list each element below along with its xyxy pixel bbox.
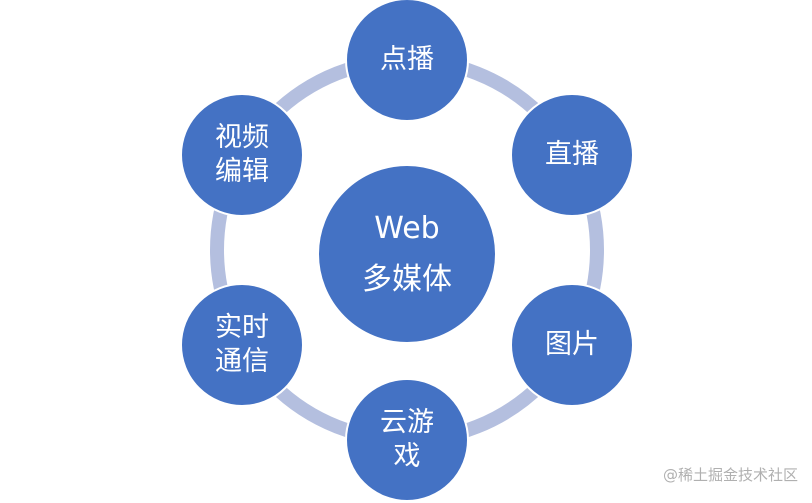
watermark: @稀土掘金技术社区 <box>662 466 798 484</box>
node-label: 云游 <box>380 407 434 439</box>
node-label: 视频 <box>215 122 269 154</box>
node-video-editing: 视频 编辑 <box>180 93 304 217</box>
node-vod: 点播 <box>345 0 469 122</box>
center-node-web-multimedia: Web 多媒体 <box>317 164 497 344</box>
node-image: 图片 <box>510 283 634 407</box>
center-label-line2: 多媒体 <box>362 262 452 297</box>
node-label: 通信 <box>215 346 269 377</box>
node-cloud-gaming: 云游 戏 <box>345 378 469 502</box>
node-label: 图片 <box>545 329 599 361</box>
node-label: 编辑 <box>215 156 269 187</box>
node-rtc: 实时 通信 <box>180 283 304 407</box>
center-label-line1: Web <box>374 211 440 246</box>
node-label: 戏 <box>393 441 421 472</box>
node-label: 直播 <box>545 139 599 171</box>
node-label: 点播 <box>380 44 434 76</box>
node-label: 实时 <box>215 312 269 344</box>
node-live: 直播 <box>510 93 634 217</box>
